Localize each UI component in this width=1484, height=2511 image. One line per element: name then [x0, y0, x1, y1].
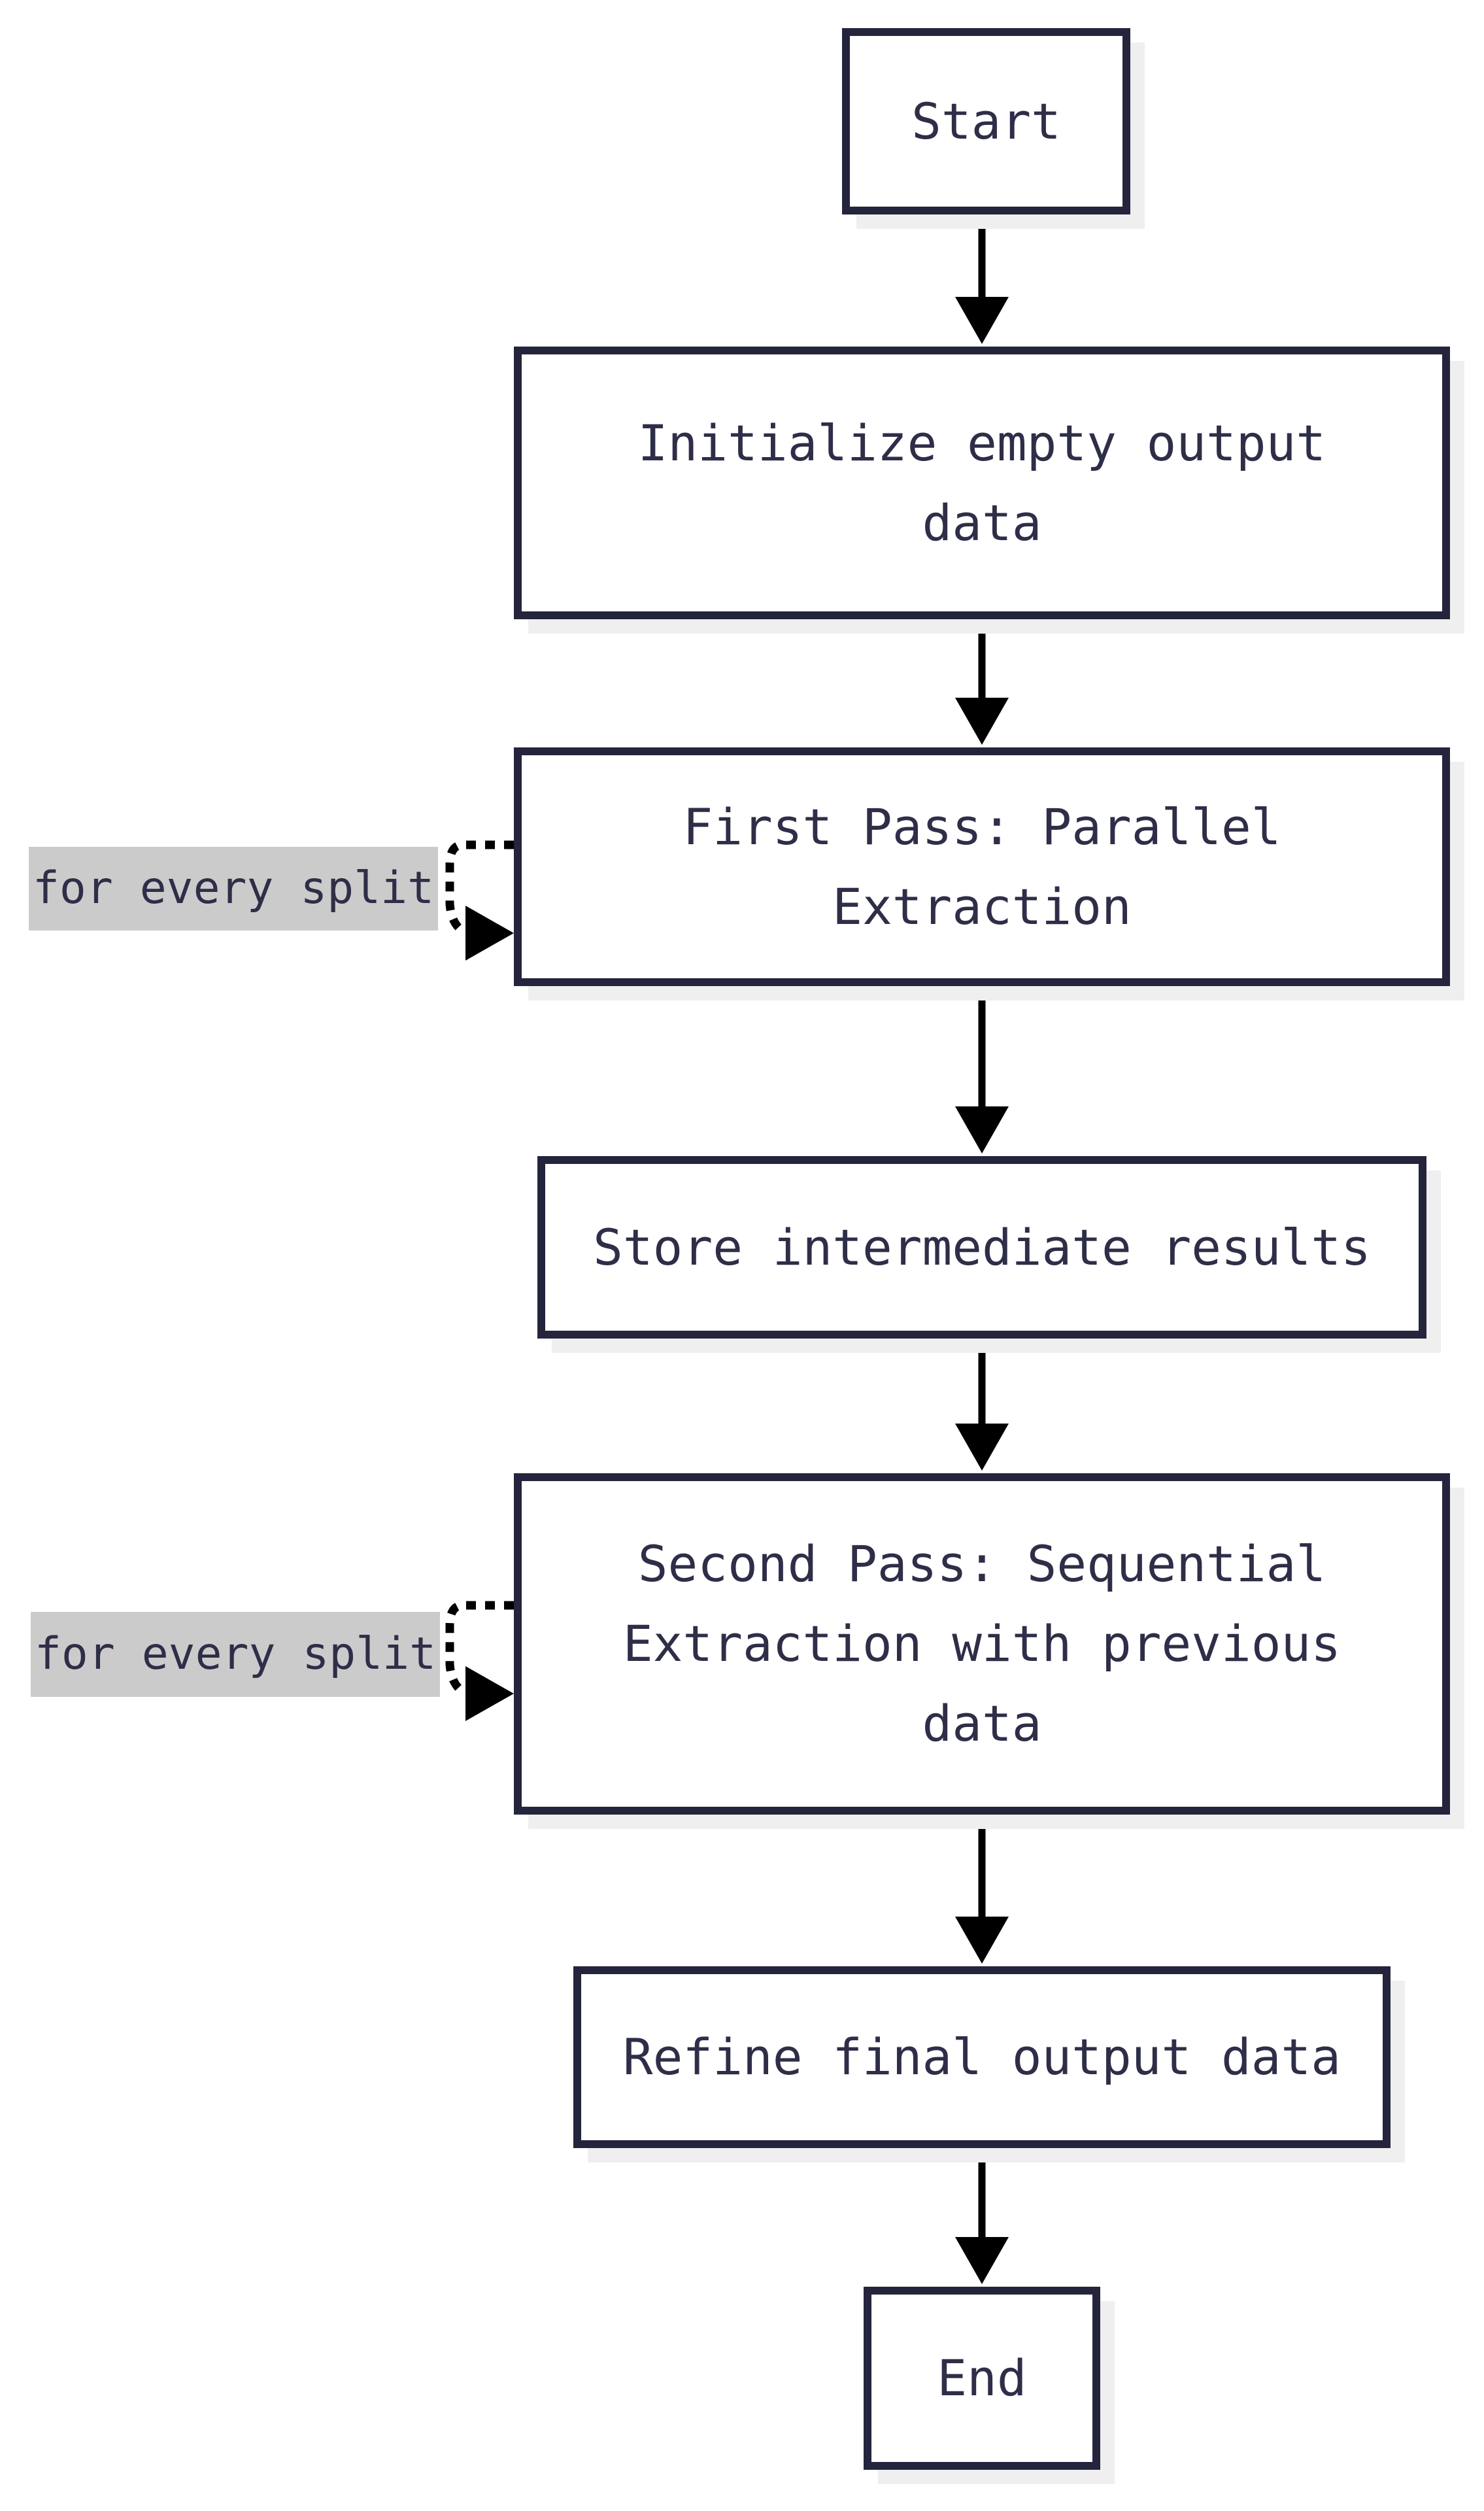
edge-store-to-second-pass — [955, 1339, 1009, 1471]
node-start: Start — [842, 28, 1130, 214]
node-second-pass-label: Second Pass: Sequential Extraction with … — [622, 1535, 1341, 1752]
node-refine-output: Refine final output data — [573, 1966, 1391, 2148]
node-initialize-output: Initialize empty output data — [514, 347, 1450, 619]
node-end: End — [864, 2287, 1100, 2470]
node-first-pass-label: First Pass: Parallel Extraction — [683, 797, 1281, 936]
arrowhead-down-icon — [955, 297, 1009, 344]
arrowhead-down-icon — [955, 2237, 1009, 2284]
arrowhead-down-icon — [955, 1106, 1009, 1153]
edge-label-for-every-split-2-text: for every split — [34, 1628, 437, 1680]
edge-label-for-every-split-1: for every split — [29, 847, 438, 931]
edge-refine-to-end — [955, 2148, 1009, 2284]
node-first-pass: First Pass: Parallel Extraction — [514, 747, 1450, 986]
edge-first-pass-to-store — [955, 986, 1009, 1153]
node-store-results-label: Store intermediate results — [593, 1218, 1371, 1276]
arrowhead-down-icon — [955, 1424, 1009, 1471]
node-second-pass: Second Pass: Sequential Extraction with … — [514, 1473, 1450, 1815]
arrowhead-right-icon — [465, 1666, 514, 1721]
node-store-results: Store intermediate results — [537, 1156, 1426, 1339]
edge-loop-first-pass — [445, 840, 514, 961]
node-refine-output-label: Refine final output data — [622, 2028, 1341, 2086]
edge-label-for-every-split-2: for every split — [31, 1612, 440, 1697]
arrowhead-down-icon — [955, 1917, 1009, 1964]
edge-start-to-init — [955, 214, 1009, 344]
node-end-label: End — [937, 2349, 1027, 2407]
arrowhead-right-icon — [465, 906, 514, 961]
node-initialize-output-label: Initialize empty output data — [637, 413, 1326, 552]
edge-label-for-every-split-1-text: for every split — [32, 863, 435, 914]
edge-second-pass-to-refine — [955, 1815, 1009, 1964]
node-start-label: Start — [911, 92, 1061, 150]
edge-init-to-first-pass — [955, 619, 1009, 745]
arrowhead-down-icon — [955, 698, 1009, 745]
edge-loop-second-pass — [445, 1601, 514, 1721]
